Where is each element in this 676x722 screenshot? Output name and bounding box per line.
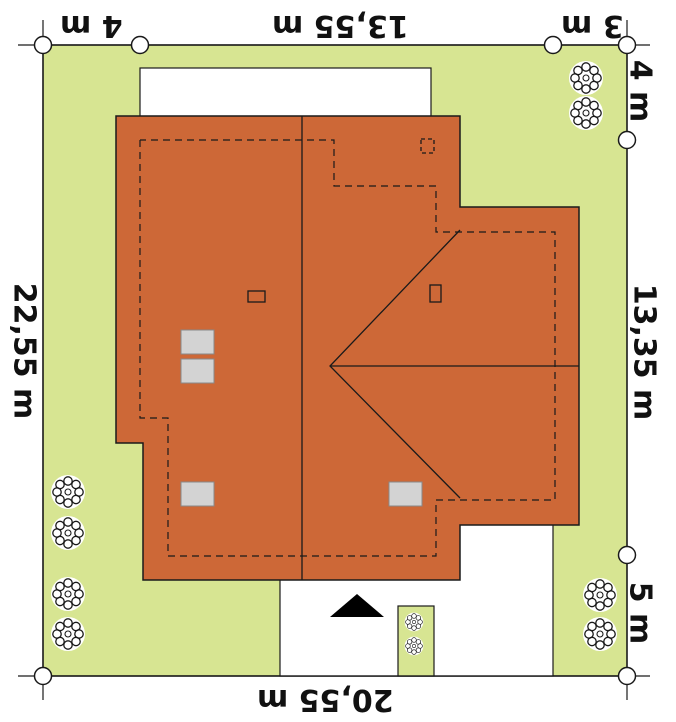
dimension-left: 22,55 m	[6, 282, 42, 420]
entrance-arrow-icon	[330, 594, 384, 617]
skylight	[180, 329, 215, 355]
dimension-right-top: 4 m	[622, 59, 658, 123]
roof-lines	[301, 116, 579, 580]
chimneys	[247, 138, 442, 303]
dimension-top-center: 13,55 m	[272, 8, 409, 43]
dimension-node	[617, 666, 637, 686]
dimension-right-bottom: 5 m	[622, 581, 658, 645]
skylight	[180, 481, 215, 507]
dimension-markers	[18, 20, 650, 700]
wall-outline	[139, 139, 556, 557]
dimension-node	[33, 35, 53, 55]
dimension-node	[617, 130, 637, 150]
chimney	[247, 290, 266, 303]
skylights	[180, 329, 423, 507]
paving-top	[139, 67, 432, 119]
dimension-top-left: 4 m	[60, 8, 123, 43]
dimension-node	[617, 545, 637, 565]
dimension-node	[543, 35, 563, 55]
dimension-bottom: 20,55 m	[257, 682, 394, 717]
skylight	[388, 481, 423, 507]
dimension-right-middle: 13,35 m	[626, 283, 662, 421]
dimension-top-right: 3 m	[561, 8, 624, 43]
dimension-node	[33, 666, 53, 686]
chimney	[429, 284, 442, 303]
dimension-node	[130, 35, 150, 55]
skylight	[180, 358, 215, 384]
dimension-node	[617, 35, 637, 55]
